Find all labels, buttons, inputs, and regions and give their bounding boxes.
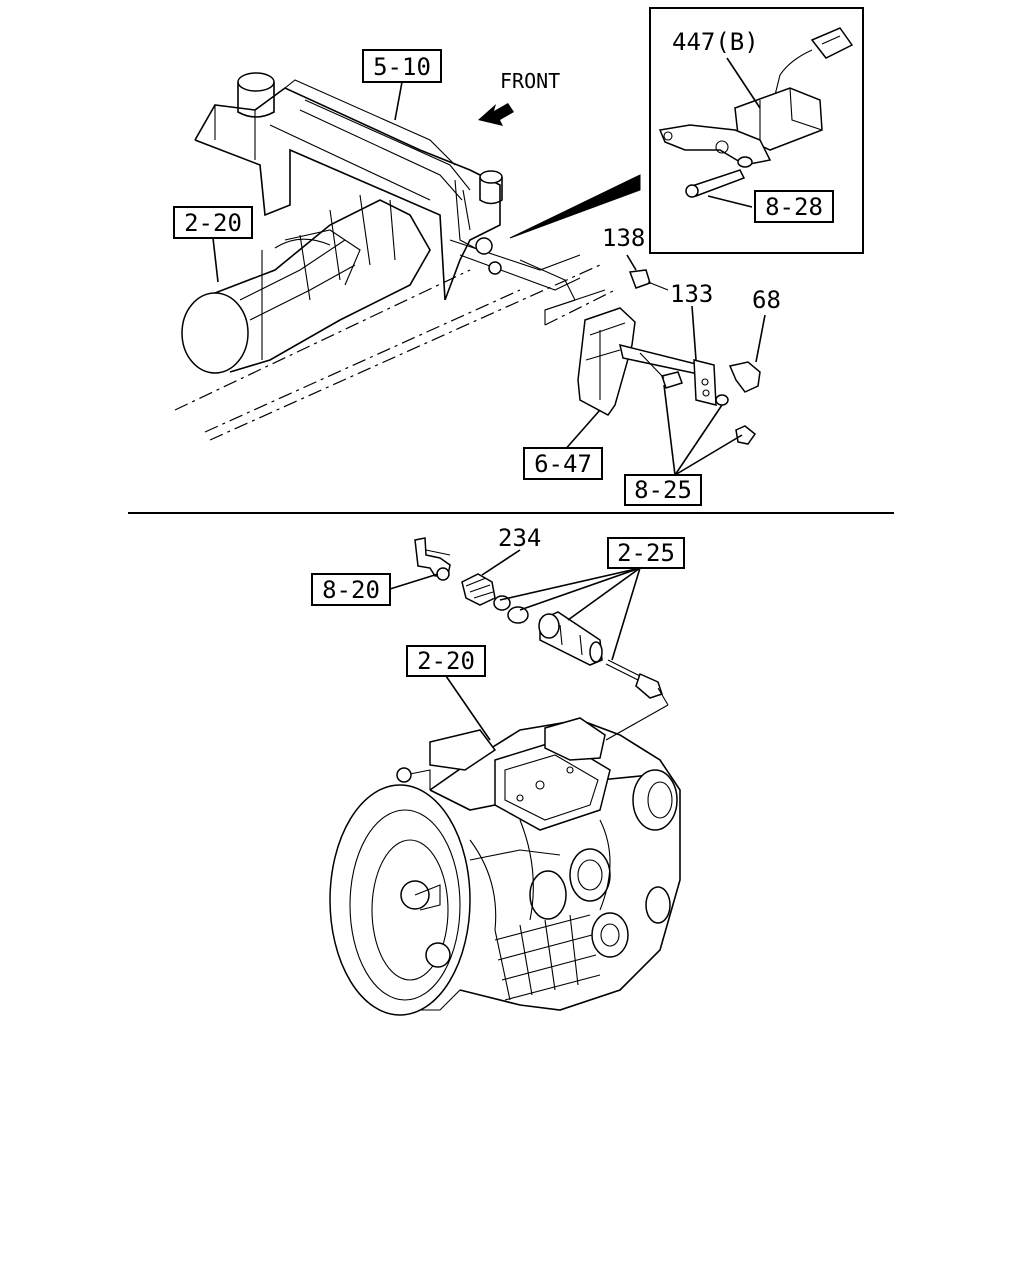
callout-2-20-lower-text: 2-20 — [417, 647, 475, 675]
frame-rail — [174, 264, 616, 441]
callout-8-28-text: 8-28 — [765, 193, 823, 221]
callout-8-28: 8-28 — [754, 190, 834, 223]
lower-view: 234 2-25 8-20 2-20 — [311, 524, 685, 1016]
callout-2-25-text: 2-25 — [617, 539, 675, 567]
callout-234: 234 — [498, 524, 541, 552]
callout-8-25-text: 8-25 — [634, 476, 692, 504]
leader-lines-upper — [212, 57, 766, 476]
callout-2-20-upper: 2-20 — [173, 206, 253, 239]
callout-8-25: 8-25 — [624, 474, 702, 506]
callout-2-25: 2-25 — [607, 537, 685, 569]
callout-2-20-upper-text: 2-20 — [184, 209, 242, 237]
harness-lead — [509, 174, 641, 239]
callout-133: 133 — [670, 280, 713, 308]
callout-6-47: 6-47 — [523, 447, 603, 480]
callout-5-10-text: 5-10 — [373, 53, 431, 81]
front-label: FRONT — [500, 69, 560, 93]
callout-5-10: 5-10 — [362, 49, 442, 83]
front-arrow — [478, 103, 514, 126]
cross-member — [194, 72, 581, 311]
leader-lines-lower — [389, 549, 641, 741]
transmission-lower — [329, 717, 681, 1016]
callout-138: 138 — [602, 224, 645, 252]
bracket-assembly — [544, 269, 761, 445]
callout-2-20-lower: 2-20 — [406, 645, 486, 677]
transmission-upper — [181, 194, 431, 374]
callout-6-47-text: 6-47 — [534, 450, 592, 478]
callout-447b: 447(B) — [672, 28, 759, 56]
callout-8-20: 8-20 — [311, 573, 391, 606]
upper-view: 5-10 2-20 FRONT 447(B) 8-28 138 133 68 6… — [173, 7, 864, 506]
callout-8-20-text: 8-20 — [322, 576, 380, 604]
callout-68: 68 — [752, 286, 781, 314]
exploded-parts — [414, 537, 669, 741]
